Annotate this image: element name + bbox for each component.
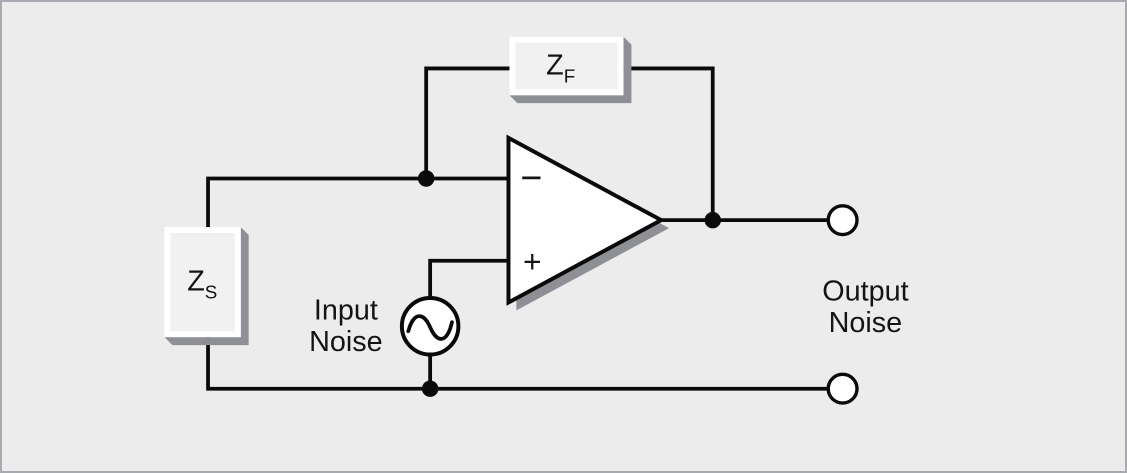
zs-label-base: Z	[187, 266, 205, 298]
opamp: − +	[506, 134, 670, 311]
inverting-node-dot	[417, 170, 435, 187]
noninverting-input-wire	[428, 258, 509, 300]
output-terminals	[826, 204, 859, 405]
zs-label-subscript: S	[205, 281, 218, 302]
zs-label: ZS	[187, 266, 217, 303]
feedback-impedance-box: ZF	[509, 36, 632, 104]
source-impedance-box: ZS	[164, 227, 249, 346]
zf-label: ZF	[546, 49, 575, 86]
output-noise-label-line2: Noise	[829, 307, 903, 339]
zf-box-inner	[515, 42, 618, 90]
text-labels: Input Noise Output Noise	[309, 275, 908, 358]
zf-label-subscript: F	[564, 65, 576, 86]
zs-box-inner	[170, 233, 235, 332]
zf-box-shadow	[509, 36, 632, 104]
output-noise-label-line1: Output	[822, 275, 908, 307]
sine-wave-icon	[406, 314, 454, 341]
ground-node-dot	[421, 380, 439, 397]
noise-source	[399, 295, 461, 357]
opamp-inverting-symbol: −	[520, 156, 542, 198]
input-noise-label-line2: Noise	[309, 326, 383, 358]
junction-dots	[417, 170, 721, 397]
input-noise-label-line1: Input	[314, 294, 378, 326]
output-terminal-top	[826, 204, 859, 237]
zf-label-base: Z	[546, 49, 564, 81]
opamp-noninverting-symbol: +	[523, 244, 542, 280]
output-node-dot	[704, 211, 721, 229]
output-terminal-bottom	[826, 372, 859, 405]
opamp-triangle	[506, 134, 666, 306]
